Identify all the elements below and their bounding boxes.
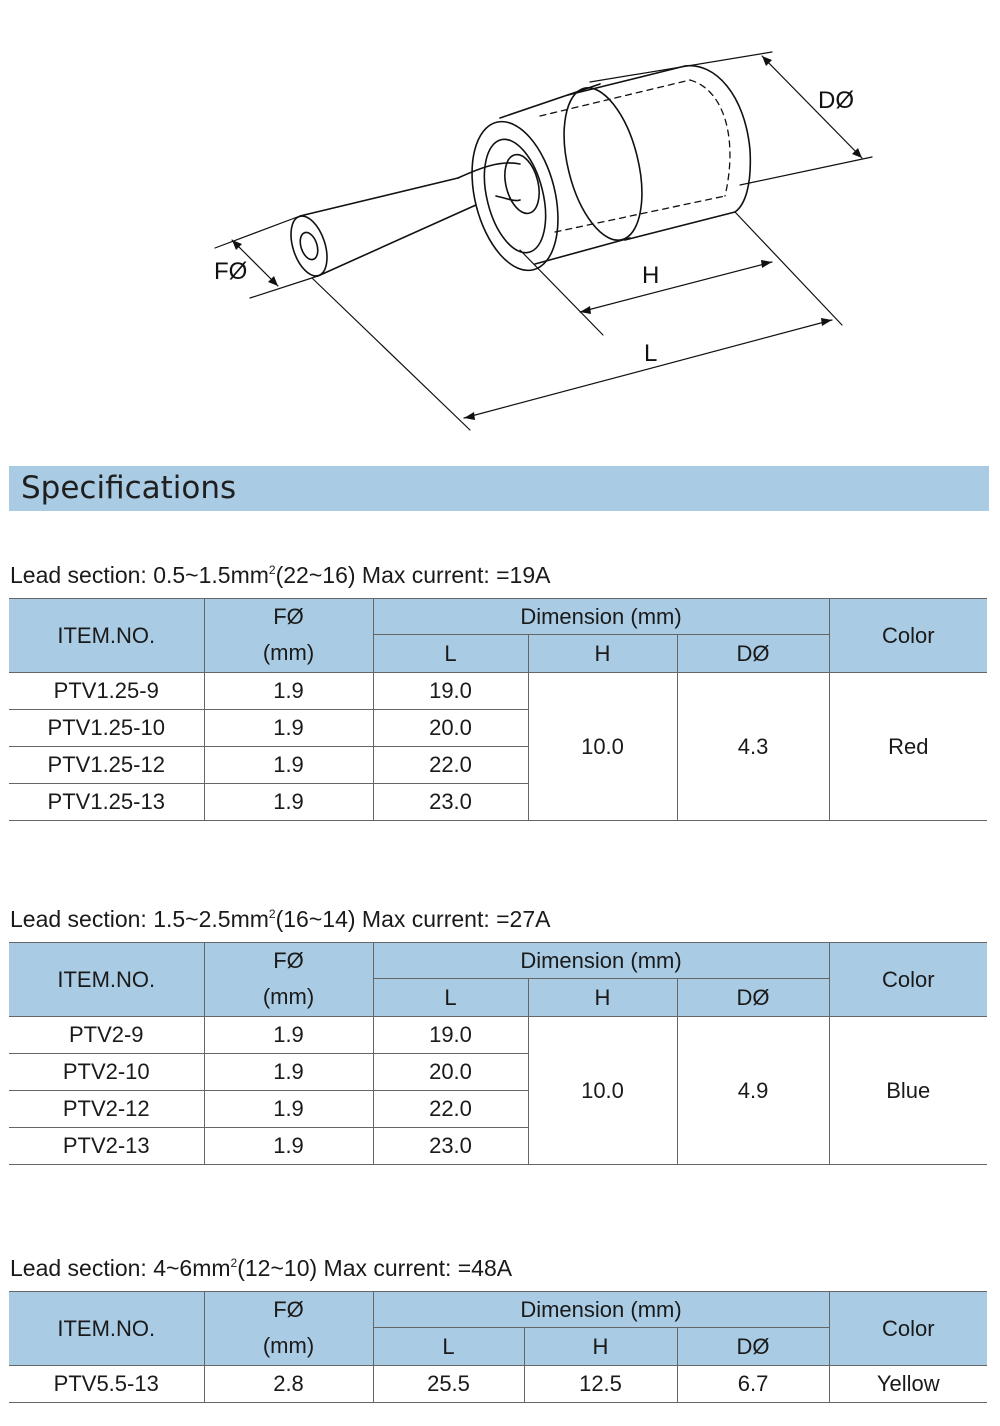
f-dia-cell: 1.9 [203, 1090, 374, 1128]
header-f-dia: FØ [203, 598, 374, 635]
color-cell: Blue [828, 1016, 988, 1165]
l-cell: 20.0 [372, 1053, 528, 1091]
insulation-sleeve [539, 64, 752, 241]
item-no-cell: PTV2-10 [9, 1053, 205, 1091]
header-l: L [372, 1327, 525, 1366]
label-f-dia: FØ [214, 258, 247, 285]
pin-tube [290, 177, 497, 277]
lead-section-1: Lead section: 0.5~1.5mm2(22~16) Max curr… [10, 562, 551, 588]
item-no-cell: PTV1.25-13 [9, 783, 205, 821]
d-dia-cell: 6.7 [676, 1365, 830, 1403]
lead-section-3: Lead section: 4~6mm2(12~10) Max current:… [10, 1255, 513, 1281]
l-cell: 19.0 [372, 1016, 529, 1054]
header-dimension: Dimension (mm) [372, 598, 830, 635]
item-no-cell: PTV2-12 [9, 1090, 205, 1128]
f-dia-cell: 1.9 [203, 1016, 374, 1054]
lead-section-2: Lead section: 1.5~2.5mm2(16~14) Max curr… [10, 906, 551, 932]
d-dia-cell: 4.3 [676, 672, 830, 821]
header-h: H [527, 978, 678, 1017]
spec-table-3: ITEM.NO. FØ Dimension (mm) Color (mm) L … [9, 1291, 988, 1403]
header-f-dia: FØ [203, 1291, 374, 1328]
header-color: Color [828, 942, 988, 1017]
table-row: PTV1.25-12 1.9 22.0 [9, 746, 987, 784]
spec-table-2: ITEM.NO. FØ Dimension (mm) Color (mm) L … [9, 942, 988, 1165]
header-h: H [523, 1327, 678, 1366]
l-cell: 22.0 [372, 1090, 528, 1128]
header-l: L [372, 634, 529, 673]
l-cell: 19.0 [372, 672, 529, 710]
header-d-dia: DØ [676, 1327, 830, 1366]
h-cell: 12.5 [523, 1365, 678, 1403]
header-d-dia: DØ [676, 978, 830, 1017]
label-h: H [642, 262, 659, 289]
header-color: Color [828, 598, 988, 673]
item-no-cell: PTV1.25-9 [9, 672, 205, 710]
table-row: PTV1.25-13 1.9 23.0 [9, 783, 987, 821]
header-d-dia: DØ [676, 634, 830, 673]
header-h: H [527, 634, 678, 673]
header-item-no: ITEM.NO. [9, 598, 205, 673]
header-f-unit: (mm) [204, 978, 374, 1017]
color-cell: Yellow [828, 1365, 988, 1403]
table-row: PTV1.25-9 1.9 19.0 10.0 4.3 Red [9, 672, 988, 821]
l-cell: 22.0 [372, 746, 528, 784]
header-item-no: ITEM.NO. [9, 1291, 205, 1366]
l-cell: 23.0 [372, 783, 528, 821]
label-d-dia: DØ [818, 87, 854, 114]
header-f-dia: FØ [203, 942, 374, 979]
table-row: PTV2-13 1.9 23.0 [9, 1127, 987, 1165]
header-color: Color [828, 1291, 988, 1366]
section-title: Specifications [21, 470, 237, 506]
item-no-cell: PTV1.25-12 [9, 746, 205, 784]
label-l: L [644, 340, 657, 367]
specifications-bar: Specifications [9, 466, 989, 511]
d-dia-cell: 4.9 [676, 1016, 830, 1165]
barrel-collar [457, 83, 631, 272]
h-cell: 10.0 [527, 672, 678, 821]
f-dia-cell: 1.9 [203, 746, 374, 784]
color-cell: Red [828, 672, 988, 821]
header-f-unit: (mm) [204, 1327, 374, 1366]
header-dimension: Dimension (mm) [372, 1291, 830, 1328]
table-row: PTV2-9 1.9 19.0 10.0 4.9 Blue [9, 1016, 988, 1165]
f-dia-cell: 1.9 [203, 783, 374, 821]
f-dia-cell: 1.9 [203, 672, 374, 710]
f-dia-cell: 2.8 [203, 1365, 374, 1403]
header-item-no: ITEM.NO. [9, 942, 205, 1017]
f-dia-cell: 1.9 [203, 1053, 374, 1091]
f-dia-cell: 1.9 [203, 709, 374, 747]
table-row: PTV2-10 1.9 20.0 [9, 1053, 987, 1091]
f-dia-cell: 1.9 [203, 1127, 374, 1165]
item-no-cell: PTV2-9 [9, 1016, 205, 1054]
dimension-lines [214, 51, 873, 431]
header-dimension: Dimension (mm) [372, 942, 830, 979]
item-no-cell: PTV2-13 [9, 1127, 205, 1165]
header-f-unit: (mm) [204, 634, 374, 673]
header-l: L [372, 978, 529, 1017]
table-row: PTV1.25-10 1.9 20.0 [9, 709, 987, 747]
table-row: PTV2-12 1.9 22.0 [9, 1090, 987, 1128]
terminal-diagram: FØ DØ H L [214, 51, 873, 431]
spec-table-1: ITEM.NO. FØ Dimension (mm) Color (mm) L … [9, 598, 988, 821]
item-no-cell: PTV1.25-10 [9, 709, 205, 747]
l-cell: 20.0 [372, 709, 528, 747]
l-cell: 23.0 [372, 1127, 528, 1165]
dimension-arrows [232, 56, 862, 420]
l-cell: 25.5 [372, 1365, 525, 1403]
h-cell: 10.0 [527, 1016, 678, 1165]
table-row: PTV5.5-13 2.8 25.5 12.5 6.7 Yellow [9, 1365, 988, 1403]
item-no-cell: PTV5.5-13 [9, 1365, 205, 1403]
